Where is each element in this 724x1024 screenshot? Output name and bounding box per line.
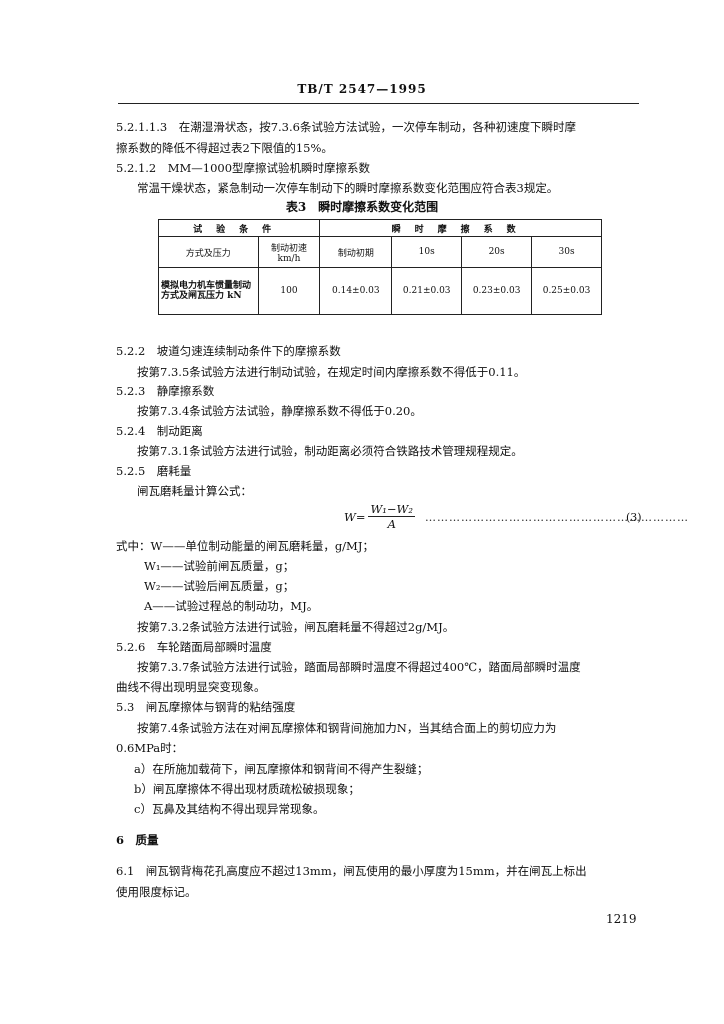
cell-speed: 100 [257, 267, 321, 315]
formula-fraction: W₁−W₂ A [368, 502, 415, 531]
clause-5-3-item-b: b）闸瓦摩擦体不得出现材质疏松破损现象； [134, 782, 360, 796]
clause-5-2-1-2-heading: 5.2.1.2 MM—1000型摩擦试验机瞬时摩擦系数 [116, 161, 371, 175]
clause-5-2-3-text: 按第7.3.4条试验方法试验，静摩擦系数不得低于0.20。 [137, 404, 422, 418]
section-6-heading: 6 质量 [116, 833, 159, 847]
clause-5-2-6-text: 按第7.3.7条试验方法进行试验，踏面局部瞬时温度不得超过400℃，踏面局部瞬时… [137, 660, 581, 674]
clause-5-2-5-heading: 5.2.5 磨耗量 [116, 464, 192, 478]
col-initial-speed: 制动初速 km/h [257, 236, 321, 268]
equation-number: (3) [626, 511, 642, 524]
clause-5-3-text-cont: 0.6MPa时： [116, 741, 184, 755]
clause-5-2-1-1-3: 5.2.1.1.3 在潮湿滑状态，按7.3.6条试验方法试验，一次停车制动，各种… [116, 120, 576, 134]
cell-20s: 0.23±0.03 [461, 267, 533, 315]
formula-def-w1: W₁——试验前闸瓦质量，g； [144, 559, 295, 573]
formula-lhs: W= [344, 509, 366, 524]
formula-def-a: A——试验过程总的制动功，MJ。 [144, 599, 319, 613]
clause-5-3-text: 按第7.4条试验方法在对闸瓦摩擦体和钢背间施加力N，当其结合面上的剪切应力为 [137, 721, 557, 735]
cell-30s: 0.25±0.03 [531, 267, 602, 315]
clause-5-2-6-heading: 5.2.6 车轮踏面局部瞬时温度 [116, 640, 272, 654]
page-number: 1219 [606, 912, 637, 926]
clause-5-3-heading: 5.3 闸瓦摩擦体与钢背的粘结强度 [116, 700, 296, 714]
clause-5-2-6-text-cont: 曲线不得出现明显突变现象。 [116, 680, 266, 694]
clause-5-2-1-1-3-cont: 擦系数的降低不得超过表2下限值的15%。 [116, 141, 333, 155]
header-instant-friction: 瞬时摩擦系数 [319, 219, 602, 237]
formula-def-w2: W₂——试验后闸瓦质量，g； [144, 579, 295, 593]
header-rule [118, 103, 639, 104]
clause-5-2-3-heading: 5.2.3 静摩擦系数 [116, 384, 215, 398]
standard-code-header: TB/T 2547—1995 [297, 82, 427, 96]
table-3: 试验条件 瞬时摩擦系数 方式及压力 制动初速 km/h 制动初期 10s 20s… [157, 219, 602, 315]
col-10s: 10s [391, 236, 463, 268]
col-brake-initial: 制动初期 [319, 236, 393, 268]
header-test-conditions: 试验条件 [157, 219, 321, 237]
formula-def-w: 式中：W——单位制动能量的闸瓦磨耗量，g/MJ； [116, 539, 374, 553]
formula-leader-dots: ………………………………………………………… [425, 511, 689, 524]
col-30s: 30s [531, 236, 602, 268]
clause-5-2-2-heading: 5.2.2 坡道匀速连续制动条件下的摩擦系数 [116, 344, 341, 358]
clause-5-2-1-2-text: 常温干燥状态，紧急制动一次停车制动下的瞬时摩擦系数变化范围应符合表3规定。 [137, 181, 559, 195]
col-method-pressure: 方式及压力 [158, 236, 259, 268]
clause-5-2-5-limit: 按第7.3.2条试验方法进行试验，闸瓦磨耗量不得超过2g/MJ。 [137, 620, 455, 634]
wear-formula: W= W₁−W₂ A [344, 502, 415, 531]
clause-6-1-text: 6.1 闸瓦钢背梅花孔高度应不超过13mm，闸瓦使用的最小厚度为15mm，并在闸… [116, 864, 587, 878]
cell-initial: 0.14±0.03 [319, 267, 393, 315]
formula-numerator: W₁−W₂ [368, 502, 415, 517]
clause-5-2-4-heading: 5.2.4 制动距离 [116, 424, 203, 438]
table-header-row-1: 试验条件 瞬时摩擦系数 [157, 219, 602, 237]
table-3-caption: 表3 瞬时摩擦系数变化范围 [285, 200, 439, 214]
table-header-row-2: 方式及压力 制动初速 km/h 制动初期 10s 20s 30s [158, 236, 602, 268]
cell-10s: 0.21±0.03 [391, 267, 463, 315]
col-20s: 20s [461, 236, 533, 268]
clause-6-1-text-cont: 使用限度标记。 [116, 885, 197, 899]
table-row: 模拟电力机车惯量制动方式及闸瓦压力 kN 100 0.14±0.03 0.21±… [158, 267, 602, 315]
clause-5-2-2-text: 按第7.3.5条试验方法进行制动试验，在规定时间内摩擦系数不得低于0.11。 [137, 365, 526, 379]
clause-5-2-5-text: 闸瓦磨耗量计算公式： [137, 484, 252, 498]
clause-5-3-item-c: c）瓦鼻及其结构不得出现异常现象。 [134, 802, 325, 816]
clause-5-3-item-a: a）在所施加载荷下，闸瓦摩擦体和钢背间不得产生裂缝； [134, 762, 429, 776]
clause-5-2-4-text: 按第7.3.1条试验方法进行试验，制动距离必须符合铁路技术管理规程规定。 [137, 444, 523, 458]
cell-condition: 模拟电力机车惯量制动方式及闸瓦压力 kN [158, 267, 259, 315]
formula-denominator: A [387, 517, 396, 531]
